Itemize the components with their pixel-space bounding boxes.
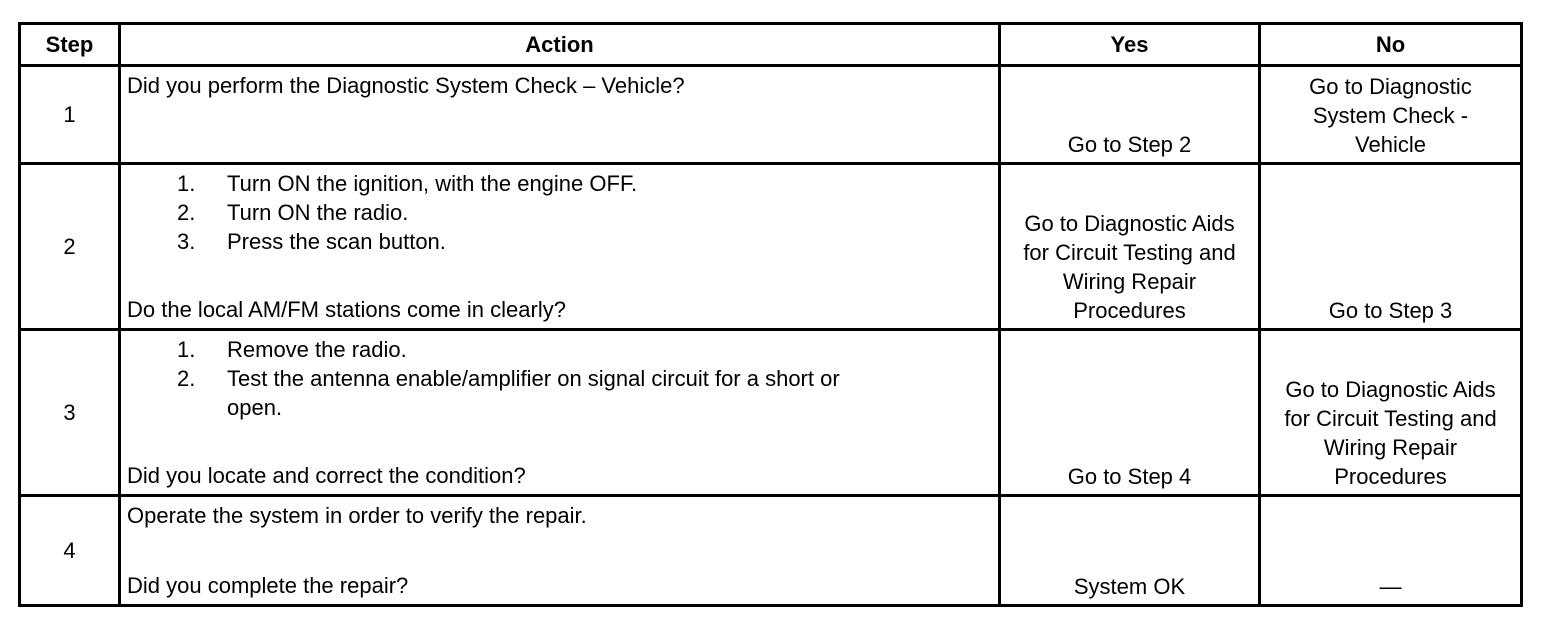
action-question: Did you locate and correct the condition… bbox=[127, 463, 526, 488]
yes-cell: Go to Step 4 bbox=[998, 328, 1261, 497]
table-row: 2 1.Turn ON the ignition, with the engin… bbox=[18, 162, 1523, 331]
no-line: Wiring Repair bbox=[1323, 435, 1458, 460]
list-item: 2.Test the antenna enable/amplifier on s… bbox=[177, 366, 840, 420]
no-cell: Go to Diagnostic System Check - Vehicle bbox=[1258, 64, 1523, 165]
yes-line: Wiring Repair bbox=[1062, 269, 1197, 294]
action-cell: Operate the system in order to verify th… bbox=[118, 494, 1001, 607]
no-line: Vehicle bbox=[1355, 132, 1426, 157]
list-item: 1.Remove the radio. bbox=[177, 337, 407, 362]
header-step: Step bbox=[18, 22, 121, 67]
header-action: Action bbox=[118, 22, 1001, 67]
no-line: Go to Diagnostic Aids bbox=[1285, 377, 1496, 402]
yes-line: Go to Diagnostic Aids bbox=[1024, 211, 1235, 236]
header-no: No bbox=[1258, 22, 1523, 67]
step-number: 1 bbox=[18, 64, 121, 165]
no-line: for Circuit Testing and bbox=[1284, 406, 1497, 431]
list-item: 3.Press the scan button. bbox=[177, 229, 446, 254]
list-item: 1.Turn ON the ignition, with the engine … bbox=[177, 171, 638, 196]
step-number: 2 bbox=[18, 162, 121, 331]
table-row: 1 Did you perform the Diagnostic System … bbox=[18, 64, 1523, 165]
action-steps: 1.Remove the radio. 2.Test the antenna e… bbox=[127, 335, 992, 422]
no-cell: — bbox=[1258, 494, 1523, 607]
diagnostic-table: Step Action Yes No 1 Did you perform the… bbox=[18, 22, 1523, 607]
no-line: Go to Diagnostic bbox=[1309, 74, 1472, 99]
no-line: Procedures bbox=[1334, 464, 1447, 489]
action-intro: Did you perform the Diagnostic System Ch… bbox=[127, 73, 685, 98]
yes-line: for Circuit Testing and bbox=[1023, 240, 1236, 265]
table-row: 3 1.Remove the radio. 2.Test the antenna… bbox=[18, 328, 1523, 497]
yes-cell: System OK bbox=[998, 494, 1261, 607]
yes-cell: Go to Diagnostic Aids for Circuit Testin… bbox=[998, 162, 1261, 331]
step-number: 4 bbox=[18, 494, 121, 607]
action-intro: Operate the system in order to verify th… bbox=[127, 503, 587, 528]
step-number: 3 bbox=[18, 328, 121, 497]
yes-line: Procedures bbox=[1073, 298, 1186, 323]
table-row: 4 Operate the system in order to verify … bbox=[18, 494, 1523, 607]
no-cell: Go to Diagnostic Aids for Circuit Testin… bbox=[1258, 328, 1523, 497]
header-row: Step Action Yes No bbox=[18, 22, 1523, 67]
action-steps: 1.Turn ON the ignition, with the engine … bbox=[127, 169, 992, 256]
action-cell: Did you perform the Diagnostic System Ch… bbox=[118, 64, 1001, 165]
action-cell: 1.Turn ON the ignition, with the engine … bbox=[118, 162, 1001, 331]
action-question: Did you complete the repair? bbox=[127, 573, 409, 598]
yes-cell: Go to Step 2 bbox=[998, 64, 1261, 165]
action-question: Do the local AM/FM stations come in clea… bbox=[127, 297, 566, 322]
no-line: System Check - bbox=[1312, 103, 1469, 128]
list-item: 2.Turn ON the radio. bbox=[177, 200, 409, 225]
no-cell: Go to Step 3 bbox=[1258, 162, 1523, 331]
header-yes: Yes bbox=[998, 22, 1261, 67]
action-cell: 1.Remove the radio. 2.Test the antenna e… bbox=[118, 328, 1001, 497]
